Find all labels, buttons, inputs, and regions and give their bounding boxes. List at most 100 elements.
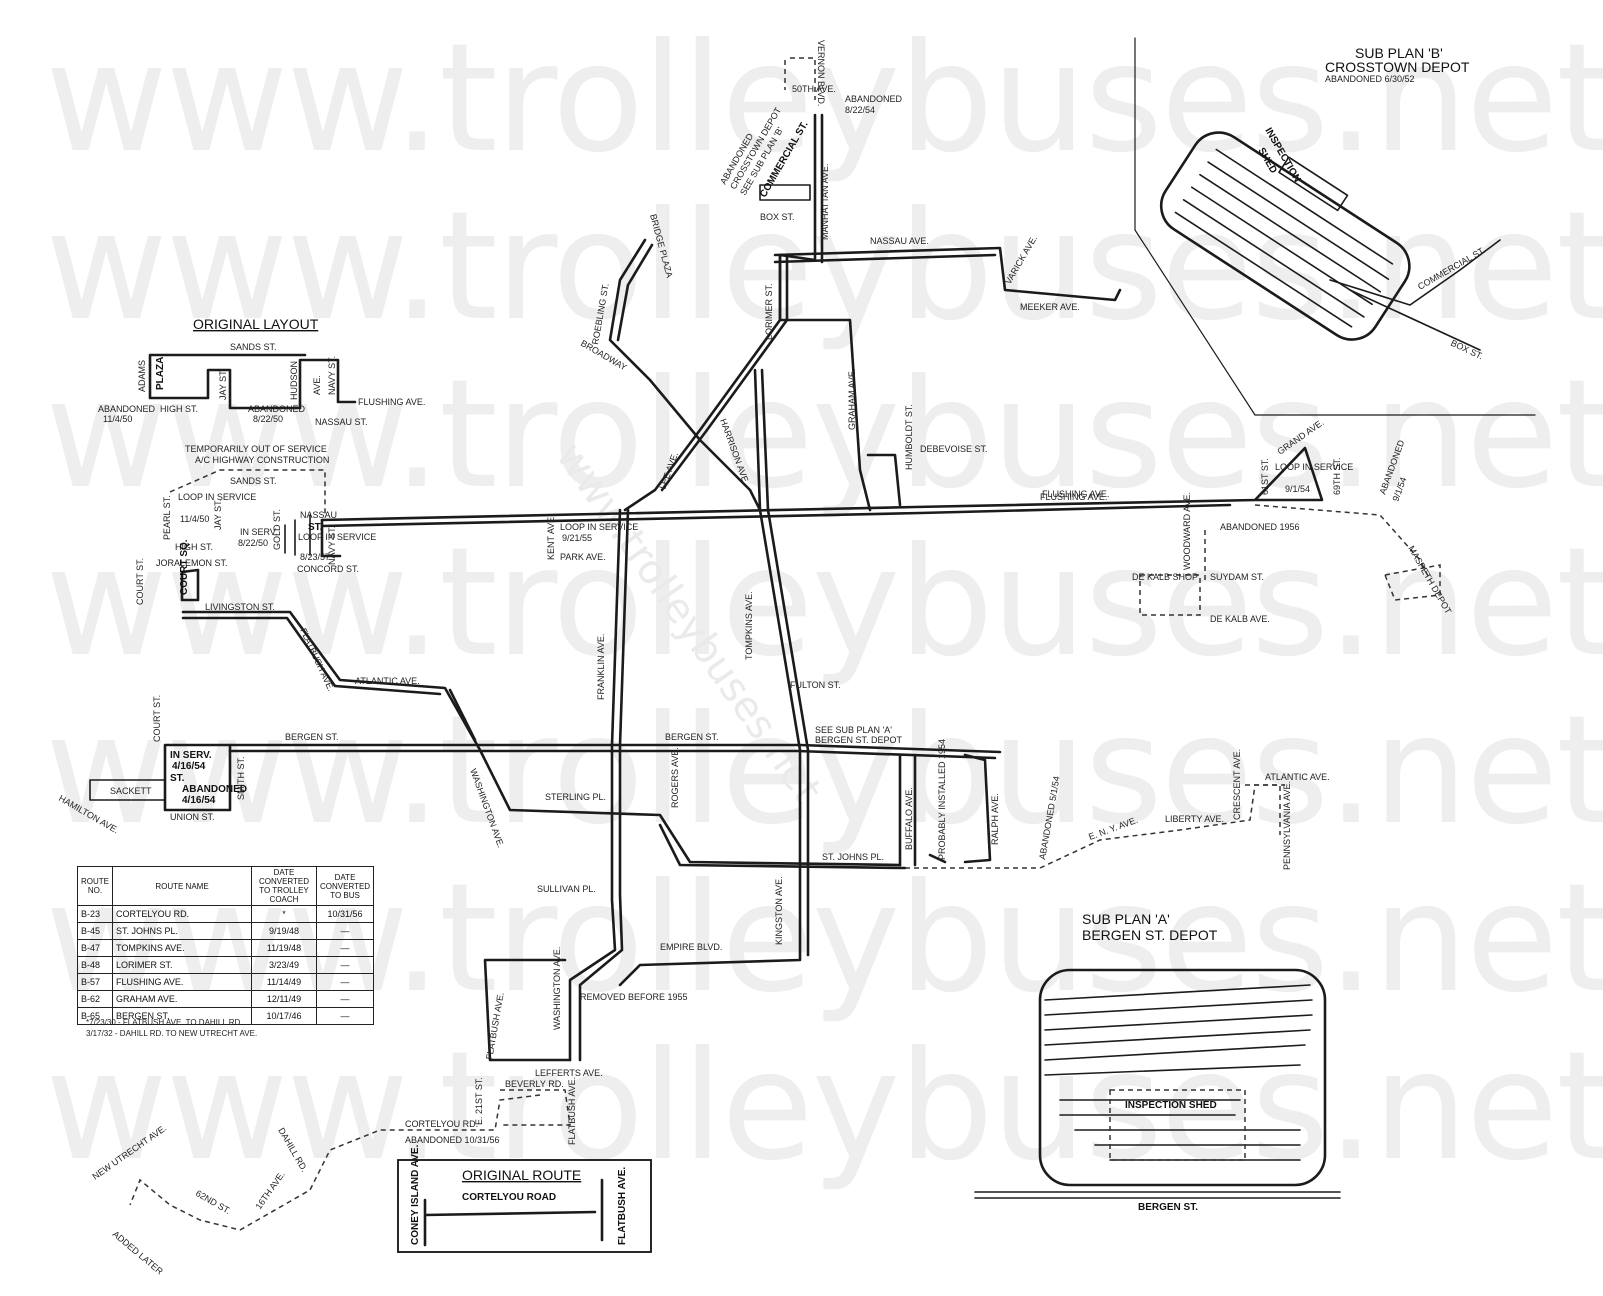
route-no: B-47 xyxy=(77,939,113,957)
street-label: WASHINGTON AVE. xyxy=(552,947,562,1030)
loop-label: LOOP IN SERVICE xyxy=(1275,462,1353,472)
route-name: LORIMER ST. xyxy=(112,956,252,974)
cortelyou-road-label: CORTELYOU ROAD xyxy=(462,1192,556,1203)
sub-plan-a-title: SUB PLAN 'A' xyxy=(1082,911,1170,927)
original-route-title: ORIGINAL ROUTE xyxy=(462,1167,581,1183)
inspection-shed-label: INSPECTION SHED xyxy=(1125,1100,1217,1111)
street-label: HIGH ST. xyxy=(175,542,213,552)
loop-date: 8/23/57 xyxy=(300,552,330,562)
street-label: ATLANTIC AVE. xyxy=(1265,772,1330,782)
route-table: ROUTE NO. ROUTE NAME DATE CONVERTED TO T… xyxy=(77,866,375,1025)
street-label: NAVY ST. xyxy=(327,526,337,565)
crosstown-depot-yard xyxy=(1159,131,1411,341)
abandoned-date: 8/22/50 xyxy=(253,414,283,424)
original-layout-inset: ORIGINAL LAYOUT SANDS ST. ADAMS PLAZA HI… xyxy=(98,316,425,427)
street-label: BEVERLY RD. xyxy=(505,1079,564,1089)
street-label: COURT ST. xyxy=(135,558,145,605)
note-label: ADDED LATER xyxy=(111,1229,166,1277)
street-label: BUFFALO AVE. xyxy=(904,787,914,850)
street-label: PARK AVE. xyxy=(560,552,606,562)
street-label: HUMBOLDT ST. xyxy=(904,404,914,470)
plaza-label: PLAZA xyxy=(155,357,166,390)
sub-plan-a-subtitle: BERGEN ST. DEPOT xyxy=(1082,927,1218,943)
street-label: DE KALB AVE. xyxy=(1210,614,1270,624)
note-label: 8/22/50 xyxy=(238,538,268,548)
street-label: CRESCENT AVE. xyxy=(1232,749,1242,820)
abandoned-date: 8/22/54 xyxy=(845,105,875,115)
abandoned-label: ABANDONED xyxy=(845,94,903,104)
street-label: BERGEN ST. xyxy=(285,732,339,742)
note-label: IN SERV. xyxy=(240,527,278,537)
route-name: CORTELYOU RD. xyxy=(112,905,252,923)
sub-plan-b-title: SUB PLAN 'B' xyxy=(1355,45,1443,61)
route-name: TOMPKINS AVE. xyxy=(112,939,252,957)
route-network xyxy=(89,57,1441,1231)
converted-date: 10/17/46 xyxy=(251,1007,317,1025)
street-label: FLUSHING AVE. xyxy=(1040,492,1107,502)
table-header-row: ROUTE NO. ROUTE NAME DATE CONVERTED TO T… xyxy=(77,866,375,906)
loop-label: LOOP IN SERVICE xyxy=(560,522,638,532)
bus-date: — xyxy=(315,990,375,1008)
route-name: ST. JOHNS PL. xyxy=(112,922,252,940)
street-label: ST. xyxy=(170,773,185,784)
route-no: B-62 xyxy=(77,990,113,1008)
watermark-text: www.trolleybuses.net xyxy=(45,516,1603,690)
watermark-text: www.trolleybuses.net xyxy=(45,348,1603,522)
street-label: MANHATTAN AVE. xyxy=(820,163,830,240)
bus-date: — xyxy=(315,922,375,940)
street-label: WOODWARD AVE. xyxy=(1182,492,1192,570)
street-label: TOMPKINS AVE. xyxy=(744,591,754,660)
street-label: SUYDAM ST. xyxy=(1210,572,1264,582)
street-label: UNION ST. xyxy=(170,812,215,822)
loop-label: LOOP IN SERVICE xyxy=(178,492,256,502)
converted-date: * xyxy=(251,905,317,923)
sub-plan-b-note: ABANDONED 6/30/52 xyxy=(1325,74,1415,84)
ave-label: AVE. xyxy=(312,375,322,395)
watermark-text: www.trolleybuses.net xyxy=(45,684,1603,858)
route-no: B-57 xyxy=(77,973,113,991)
street-label: FULTON ST. xyxy=(790,680,841,690)
street-label: PENNSYLVANIA AVE. xyxy=(1282,781,1292,870)
street-label: KINGSTON AVE. xyxy=(774,876,784,945)
street-label: JORALEMON ST. xyxy=(156,558,228,568)
bus-date: — xyxy=(315,973,375,991)
footnote-line: 3/17/32 - DAHILL RD. TO NEW UTRECHT AVE. xyxy=(86,1029,258,1038)
street-label: SANDS ST. xyxy=(230,476,277,486)
note-label: TEMPORARILY OUT OF SERVICE xyxy=(185,444,327,454)
converted-date: 11/19/48 xyxy=(251,939,317,957)
table-footnote: *7/23/30 - FLATBUSH AVE. TO DAHILL RD. 3… xyxy=(86,1017,257,1039)
hudson-label: HUDSON xyxy=(289,361,299,400)
street-label: ST. xyxy=(308,522,323,533)
note-label: PROBABLY INSTALLED 1954 xyxy=(937,739,947,860)
converted-date: 9/19/48 xyxy=(251,922,317,940)
original-route-box: ORIGINAL ROUTE CORTELYOU ROAD CONEY ISLA… xyxy=(397,1144,652,1253)
abandoned-label: ABANDONED xyxy=(182,784,247,795)
column-header: ROUTE NO. xyxy=(77,866,113,906)
route-name: FLUSHING AVE. xyxy=(112,973,252,991)
abandoned-label: ABANDONED xyxy=(98,404,156,414)
abandoned-date: 11/4/50 xyxy=(103,414,132,424)
street-label: DEBEVOISE ST. xyxy=(920,444,988,454)
street-label: JAY ST. xyxy=(213,499,223,530)
sub-plan-b-subtitle: CROSSTOWN DEPOT xyxy=(1325,59,1470,75)
depot-label: DE KALB SHOP xyxy=(1132,572,1198,582)
route-no: B-45 xyxy=(77,922,113,940)
street-label: FRANKLIN AVE. xyxy=(596,634,606,700)
bus-date: — xyxy=(315,1007,375,1025)
street-label: CONCORD ST. xyxy=(297,564,359,574)
street-label: COURT ST. xyxy=(152,695,162,742)
bus-date: — xyxy=(315,939,375,957)
abandoned-label: ABANDONED 10/31/56 xyxy=(405,1135,500,1145)
converted-date: 12/11/49 xyxy=(251,990,317,1008)
abandoned-date: 4/16/54 xyxy=(182,795,216,806)
street-label: RALPH AVE. xyxy=(990,793,1000,845)
route-name: BERGEN ST. xyxy=(112,1007,252,1025)
flushing-ave-label: FLUSHING AVE. xyxy=(358,397,425,407)
street-label: NASSAU AVE. xyxy=(870,236,929,246)
street-label: 50TH AVE. xyxy=(792,84,836,94)
street-label: 69TH ST. xyxy=(1332,457,1342,495)
